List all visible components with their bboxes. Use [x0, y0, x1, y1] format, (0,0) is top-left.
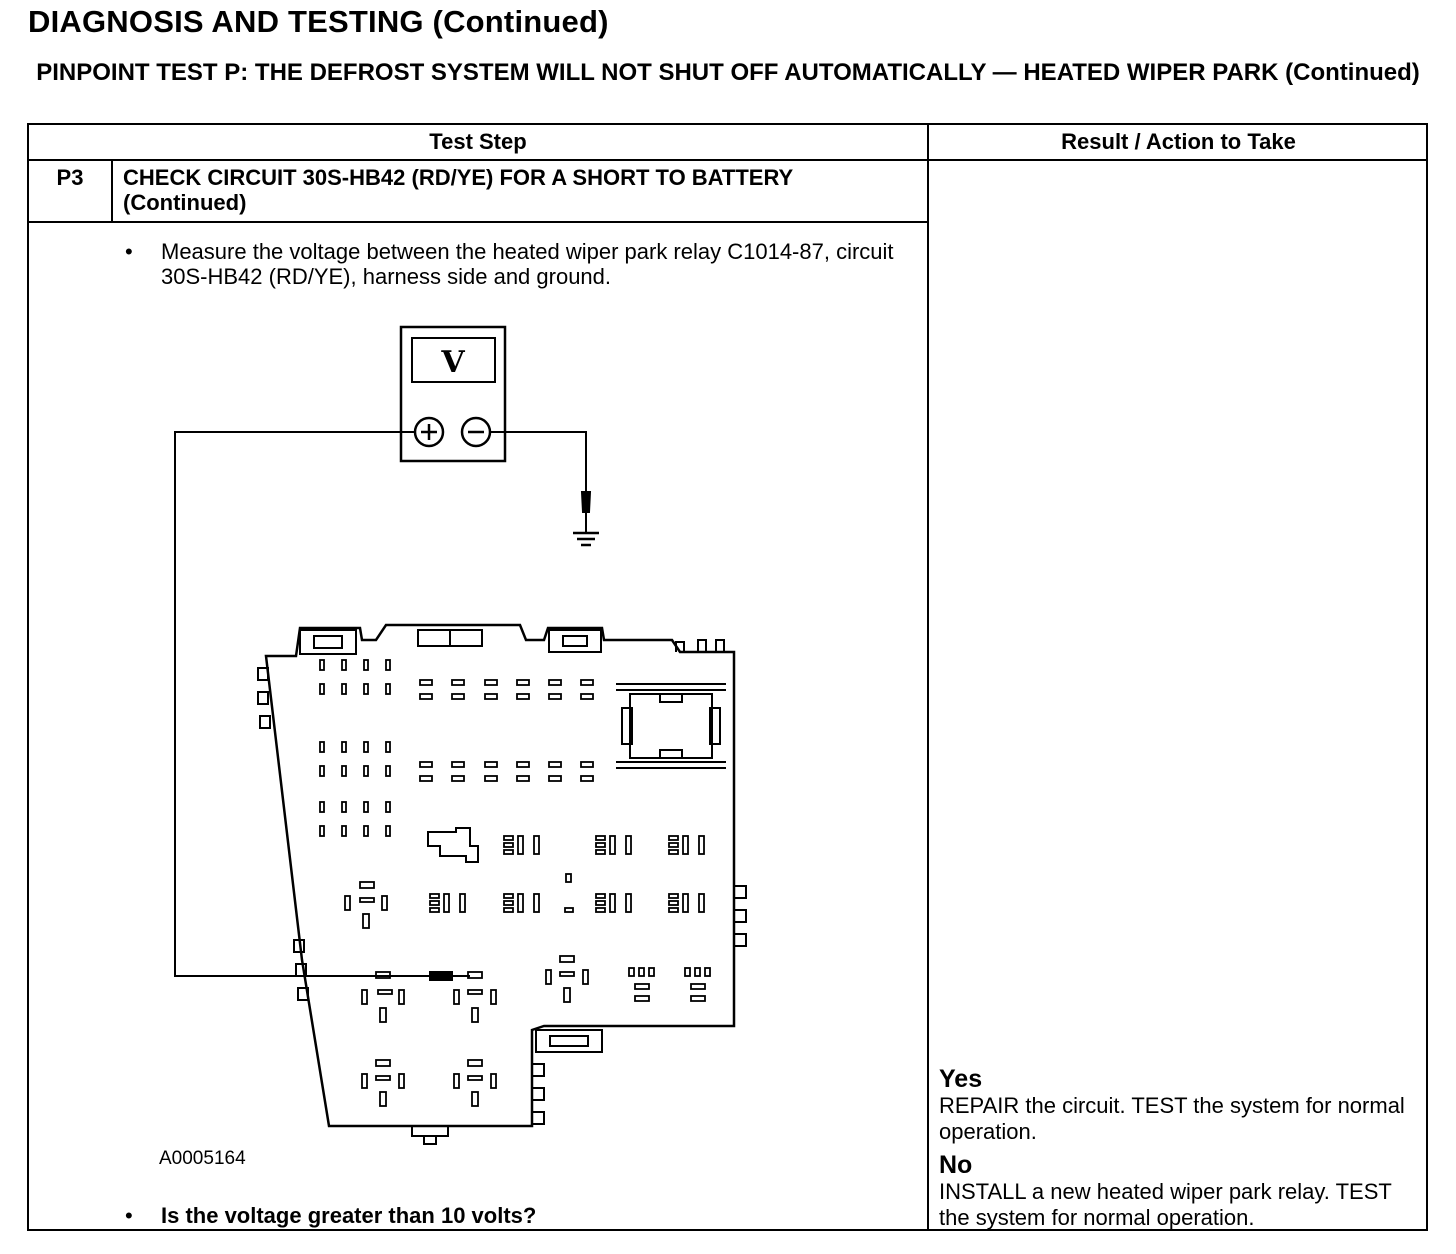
- step-divider: [29, 221, 927, 223]
- step-id: P3: [56, 165, 84, 190]
- step-question: Is the voltage greater than 10 volts?: [161, 1203, 537, 1228]
- test-table: Test Step Result / Action to Take P3 CHE…: [27, 123, 1428, 1231]
- meter-symbol: V: [440, 345, 465, 380]
- result-yes-action: REPAIR the circuit. TEST the system for …: [939, 1093, 1405, 1144]
- probe-tip: [429, 971, 453, 981]
- result-no-action: INSTALL a new heated wiper park relay. T…: [939, 1179, 1392, 1230]
- figure-id: A0005164: [159, 1148, 246, 1169]
- header-divider: [29, 159, 1428, 161]
- step-instruction: Measure the voltage between the heated w…: [161, 239, 894, 289]
- ground-icon: [573, 531, 599, 547]
- column-divider: [927, 125, 929, 1231]
- pinpoint-test-title: PINPOINT TEST P: THE DEFROST SYSTEM WILL…: [36, 59, 1420, 86]
- negative-lead: [490, 431, 587, 492]
- step-id-divider: [111, 159, 113, 221]
- page-title: DIAGNOSIS AND TESTING (Continued): [28, 4, 609, 39]
- header-test-step: Test Step: [429, 129, 527, 154]
- result-yes-label: Yes: [939, 1065, 983, 1093]
- result-no-label: No: [939, 1151, 973, 1179]
- relay-connector-body: [264, 623, 736, 1128]
- step-title: CHECK CIRCUIT 30S-HB42 (RD/YE) FOR A SHO…: [123, 165, 793, 215]
- bullet-1: •: [125, 239, 133, 264]
- header-result: Result / Action to Take: [1061, 129, 1296, 154]
- voltmeter-display: [411, 337, 496, 383]
- voltmeter-icon: [399, 325, 507, 463]
- positive-lead: [174, 431, 432, 977]
- bullet-2: •: [125, 1203, 133, 1228]
